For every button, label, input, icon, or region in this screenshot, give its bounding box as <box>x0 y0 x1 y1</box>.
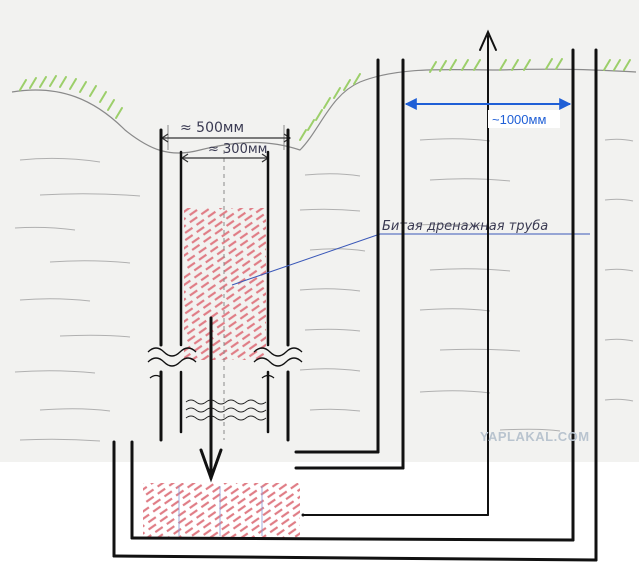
broken-pipe-hatch-bottom <box>143 483 300 538</box>
broken-pipe-hatch <box>184 208 266 360</box>
down-arrow <box>199 316 223 483</box>
break-marks <box>147 347 303 379</box>
inner-width-label: ≈ 300мм <box>208 142 267 157</box>
outer-width-label: ≈ 500мм <box>180 120 244 136</box>
right-pipes <box>294 48 598 562</box>
paper-sheet <box>0 0 639 462</box>
shaft-outer-walls <box>159 128 290 442</box>
hatch-divider-lines <box>178 486 263 536</box>
shaft-inner-walls <box>179 150 270 434</box>
soil-texture <box>14 138 634 442</box>
watermark: YAPLAKAL.COM <box>480 429 590 444</box>
gap-label-box <box>488 110 560 128</box>
gap-label: ~1000мм <box>492 112 546 127</box>
broken-pipe-label: Битая дренажная труба <box>382 219 548 234</box>
water-waves <box>185 399 267 421</box>
broken-pipe-leader <box>231 233 381 286</box>
bottom-loop <box>112 440 598 562</box>
grass-marks <box>19 58 631 141</box>
